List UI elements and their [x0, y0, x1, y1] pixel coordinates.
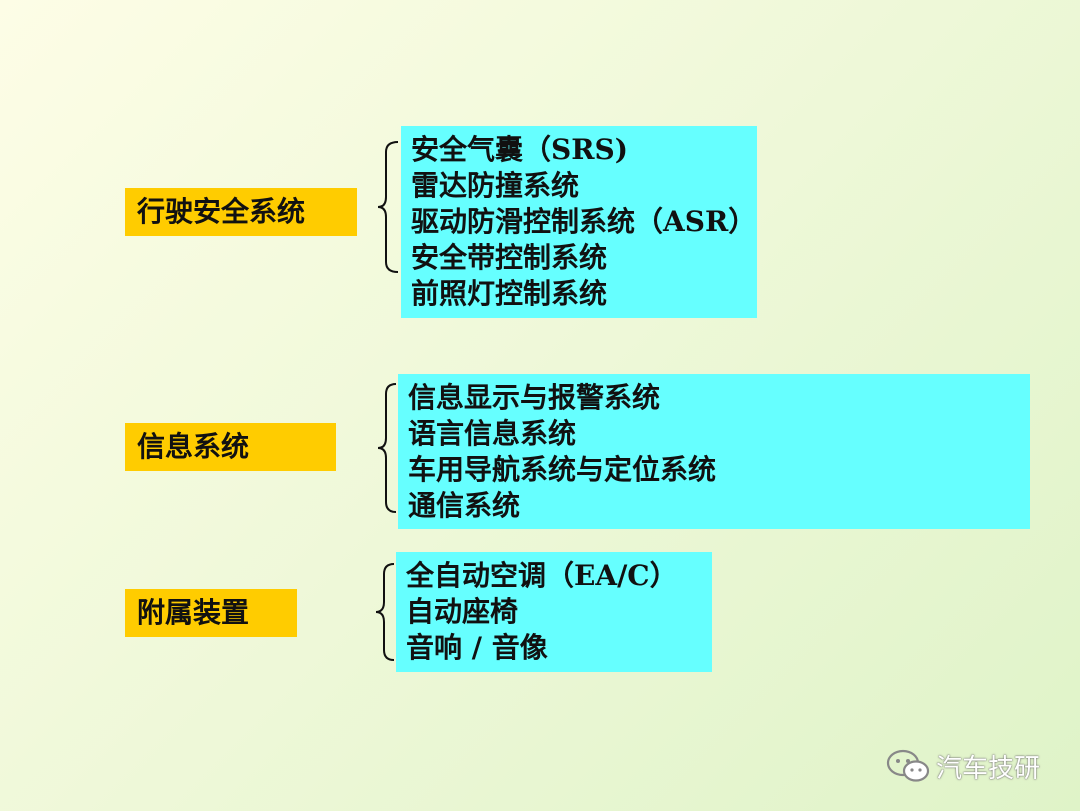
list-item: 驱动防滑控制系统（ASR） [411, 205, 757, 238]
list-item: 前照灯控制系统 [411, 277, 608, 310]
items-box-driving-safety: 安全气囊（SRS) 雷达防撞系统 驱动防滑控制系统（ASR） 安全带控制系统 前… [401, 126, 757, 318]
category-label-accessories: 附属装置 [125, 589, 297, 637]
category-label-driving-safety: 行驶安全系统 [125, 188, 357, 236]
brace-accessories [375, 563, 395, 661]
list-item: 信息显示与报警系统 [408, 381, 661, 414]
wechat-icon [886, 749, 930, 782]
items-box-accessories: 全自动空调（EA/C） 自动座椅 音响 / 音像 [396, 552, 712, 672]
list-item: 雷达防撞系统 [411, 169, 580, 202]
brace-information [377, 383, 397, 513]
list-item: 全自动空调（EA/C） [406, 559, 678, 592]
category-label-information: 信息系统 [125, 423, 336, 471]
list-item: 车用导航系统与定位系统 [408, 453, 717, 486]
list-item: 安全气囊（SRS) [411, 133, 628, 166]
watermark-text: 汽车技研 [936, 753, 1041, 784]
brace-driving-safety [377, 141, 399, 273]
items-box-information: 信息显示与报警系统 语言信息系统 车用导航系统与定位系统 通信系统 [398, 374, 1030, 529]
watermark: 汽车技研 [886, 746, 1040, 786]
list-item: 音响 / 音像 [406, 631, 548, 664]
list-item: 通信系统 [408, 489, 521, 522]
list-item: 自动座椅 [406, 595, 519, 628]
list-item: 安全带控制系统 [411, 241, 608, 274]
list-item: 语言信息系统 [408, 417, 577, 450]
